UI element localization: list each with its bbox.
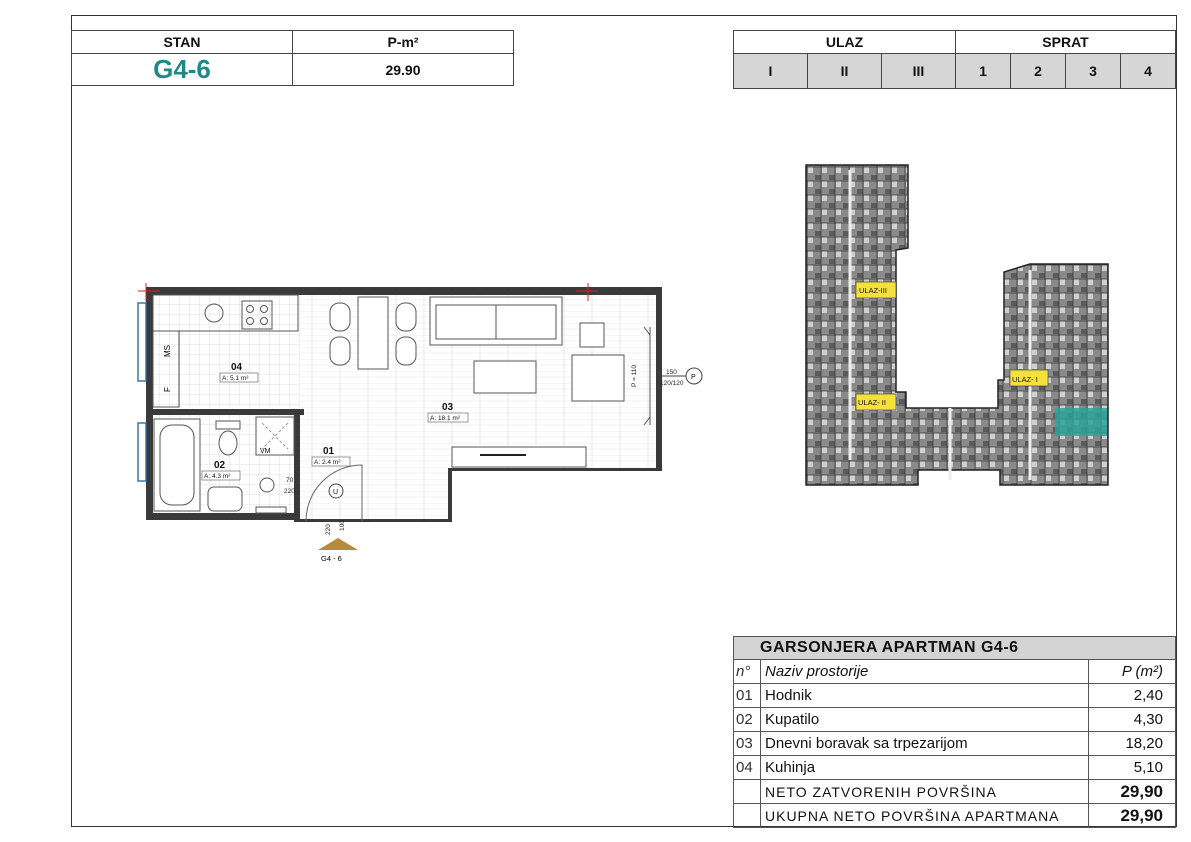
windows (137, 302, 147, 482)
neto-label: NETO ZATVORENIH POVRŠINA (760, 779, 1089, 804)
p-label: P (691, 374, 696, 381)
kitchen-floor (152, 295, 300, 407)
row-area: 18,20 (1088, 731, 1176, 756)
row-name: Dnevni boravak sa trpezarijom (760, 731, 1089, 756)
dim-label: 220 (325, 524, 332, 535)
row-name: Kuhinja (760, 755, 1089, 780)
floor-cell[interactable]: 3 (1065, 53, 1121, 89)
dining-set (329, 296, 417, 370)
unit-area: 29.90 (292, 53, 514, 86)
window-note: P = 110 (631, 365, 638, 387)
row-area: 2,40 (1088, 683, 1176, 708)
neto-value: 29,90 (1088, 779, 1176, 804)
kitchen-counter (152, 294, 299, 408)
room-tag: 03 (442, 402, 454, 413)
table-row: 03 Dnevni boravak sa trpezarijom 18,20 (733, 731, 1176, 756)
schedule-title: GARSONJERA APARTMAN G4-6 (733, 636, 1176, 660)
row-name: Kupatilo (760, 707, 1089, 732)
unit-header: STAN P-m² G4-6 29.90 (71, 30, 514, 86)
entrance-cell[interactable]: II (807, 53, 882, 89)
entrance-cell[interactable]: III (881, 53, 956, 89)
ulaz-iii-label: ULAZ-III (859, 286, 887, 295)
room-tag: 04 (231, 362, 243, 373)
dim-label: 70 (286, 477, 294, 484)
col-num: n° (733, 659, 761, 684)
entry-arrow-icon (318, 538, 358, 550)
stan-label: STAN (71, 30, 293, 54)
room-area: A: 2.4 m² (314, 459, 341, 466)
sheet-frame (71, 15, 1177, 827)
col-area: P (m²) (1088, 659, 1176, 684)
row-num: 02 (733, 707, 761, 732)
entrance-cell[interactable]: I (733, 53, 808, 89)
unit-code: G4-6 (71, 53, 293, 86)
room-tag: 01 (323, 446, 335, 457)
row-num: 01 (733, 683, 761, 708)
ulaz-ii-label: ULAZ- II (858, 398, 886, 407)
location-header: ULAZ SPRAT I II III 1 2 3 4 (733, 30, 1176, 89)
hall-floor (300, 413, 450, 523)
room-tag: 02 (214, 460, 226, 471)
ms-label: MS (163, 345, 172, 357)
entry-label: G4 - 6 (321, 554, 342, 563)
u-marker (328, 483, 344, 499)
f-label: F (163, 387, 172, 392)
entry-door (305, 464, 363, 522)
total-label: UKUPNA NETO POVRŠINA APARTMANA (760, 803, 1089, 828)
floor-cell[interactable]: 2 (1010, 53, 1066, 89)
dim-label: 120/120 (660, 380, 684, 387)
ulaz-label: ULAZ (733, 30, 956, 54)
row-num: 03 (733, 731, 761, 756)
row-area: 5,10 (1088, 755, 1176, 780)
table-row: 01 Hodnik 2,40 (733, 683, 1176, 708)
room-area: A: 18.1 m² (430, 415, 461, 422)
row-num: 04 (733, 755, 761, 780)
sprat-label: SPRAT (955, 30, 1176, 54)
dim-label: 220 (284, 488, 295, 495)
room-schedule: GARSONJERA APARTMAN G4-6 n° Naziv prosto… (733, 636, 1176, 828)
reference-marks (138, 283, 598, 301)
floor-plan: MS F VM U 04 03 02 01 (137, 283, 703, 563)
bathroom-fixtures (153, 416, 295, 514)
floor-cell[interactable]: 4 (1120, 53, 1176, 89)
walls (146, 287, 662, 522)
room-area: A: 4.3 m² (204, 473, 231, 480)
u-label: U (333, 489, 338, 496)
area-label: P-m² (292, 30, 514, 54)
living-furniture (429, 296, 625, 468)
dim-label: 100 (339, 520, 346, 531)
entrance-markers: ULAZ-III ULAZ- I ULAZ- II (855, 281, 1049, 411)
table-row: 04 Kuhinja 5,10 (733, 755, 1176, 780)
row-area: 4,30 (1088, 707, 1176, 732)
total-value: 29,90 (1088, 803, 1176, 828)
unit-highlight (1055, 408, 1107, 436)
col-name: Naziv prostorije (760, 659, 1089, 684)
ulaz-i-label: ULAZ- I (1012, 375, 1038, 384)
room-area: A: 5.1 m² (222, 375, 249, 382)
balcony-door (643, 326, 651, 426)
row-name: Hodnik (760, 683, 1089, 708)
dim-label: 150 (666, 369, 677, 376)
site-plan: ULAZ-III ULAZ- I ULAZ- II (805, 164, 1109, 486)
floor-cell[interactable]: 1 (955, 53, 1011, 89)
table-row: 02 Kupatilo 4,30 (733, 707, 1176, 732)
vm-label: VM (260, 448, 271, 455)
